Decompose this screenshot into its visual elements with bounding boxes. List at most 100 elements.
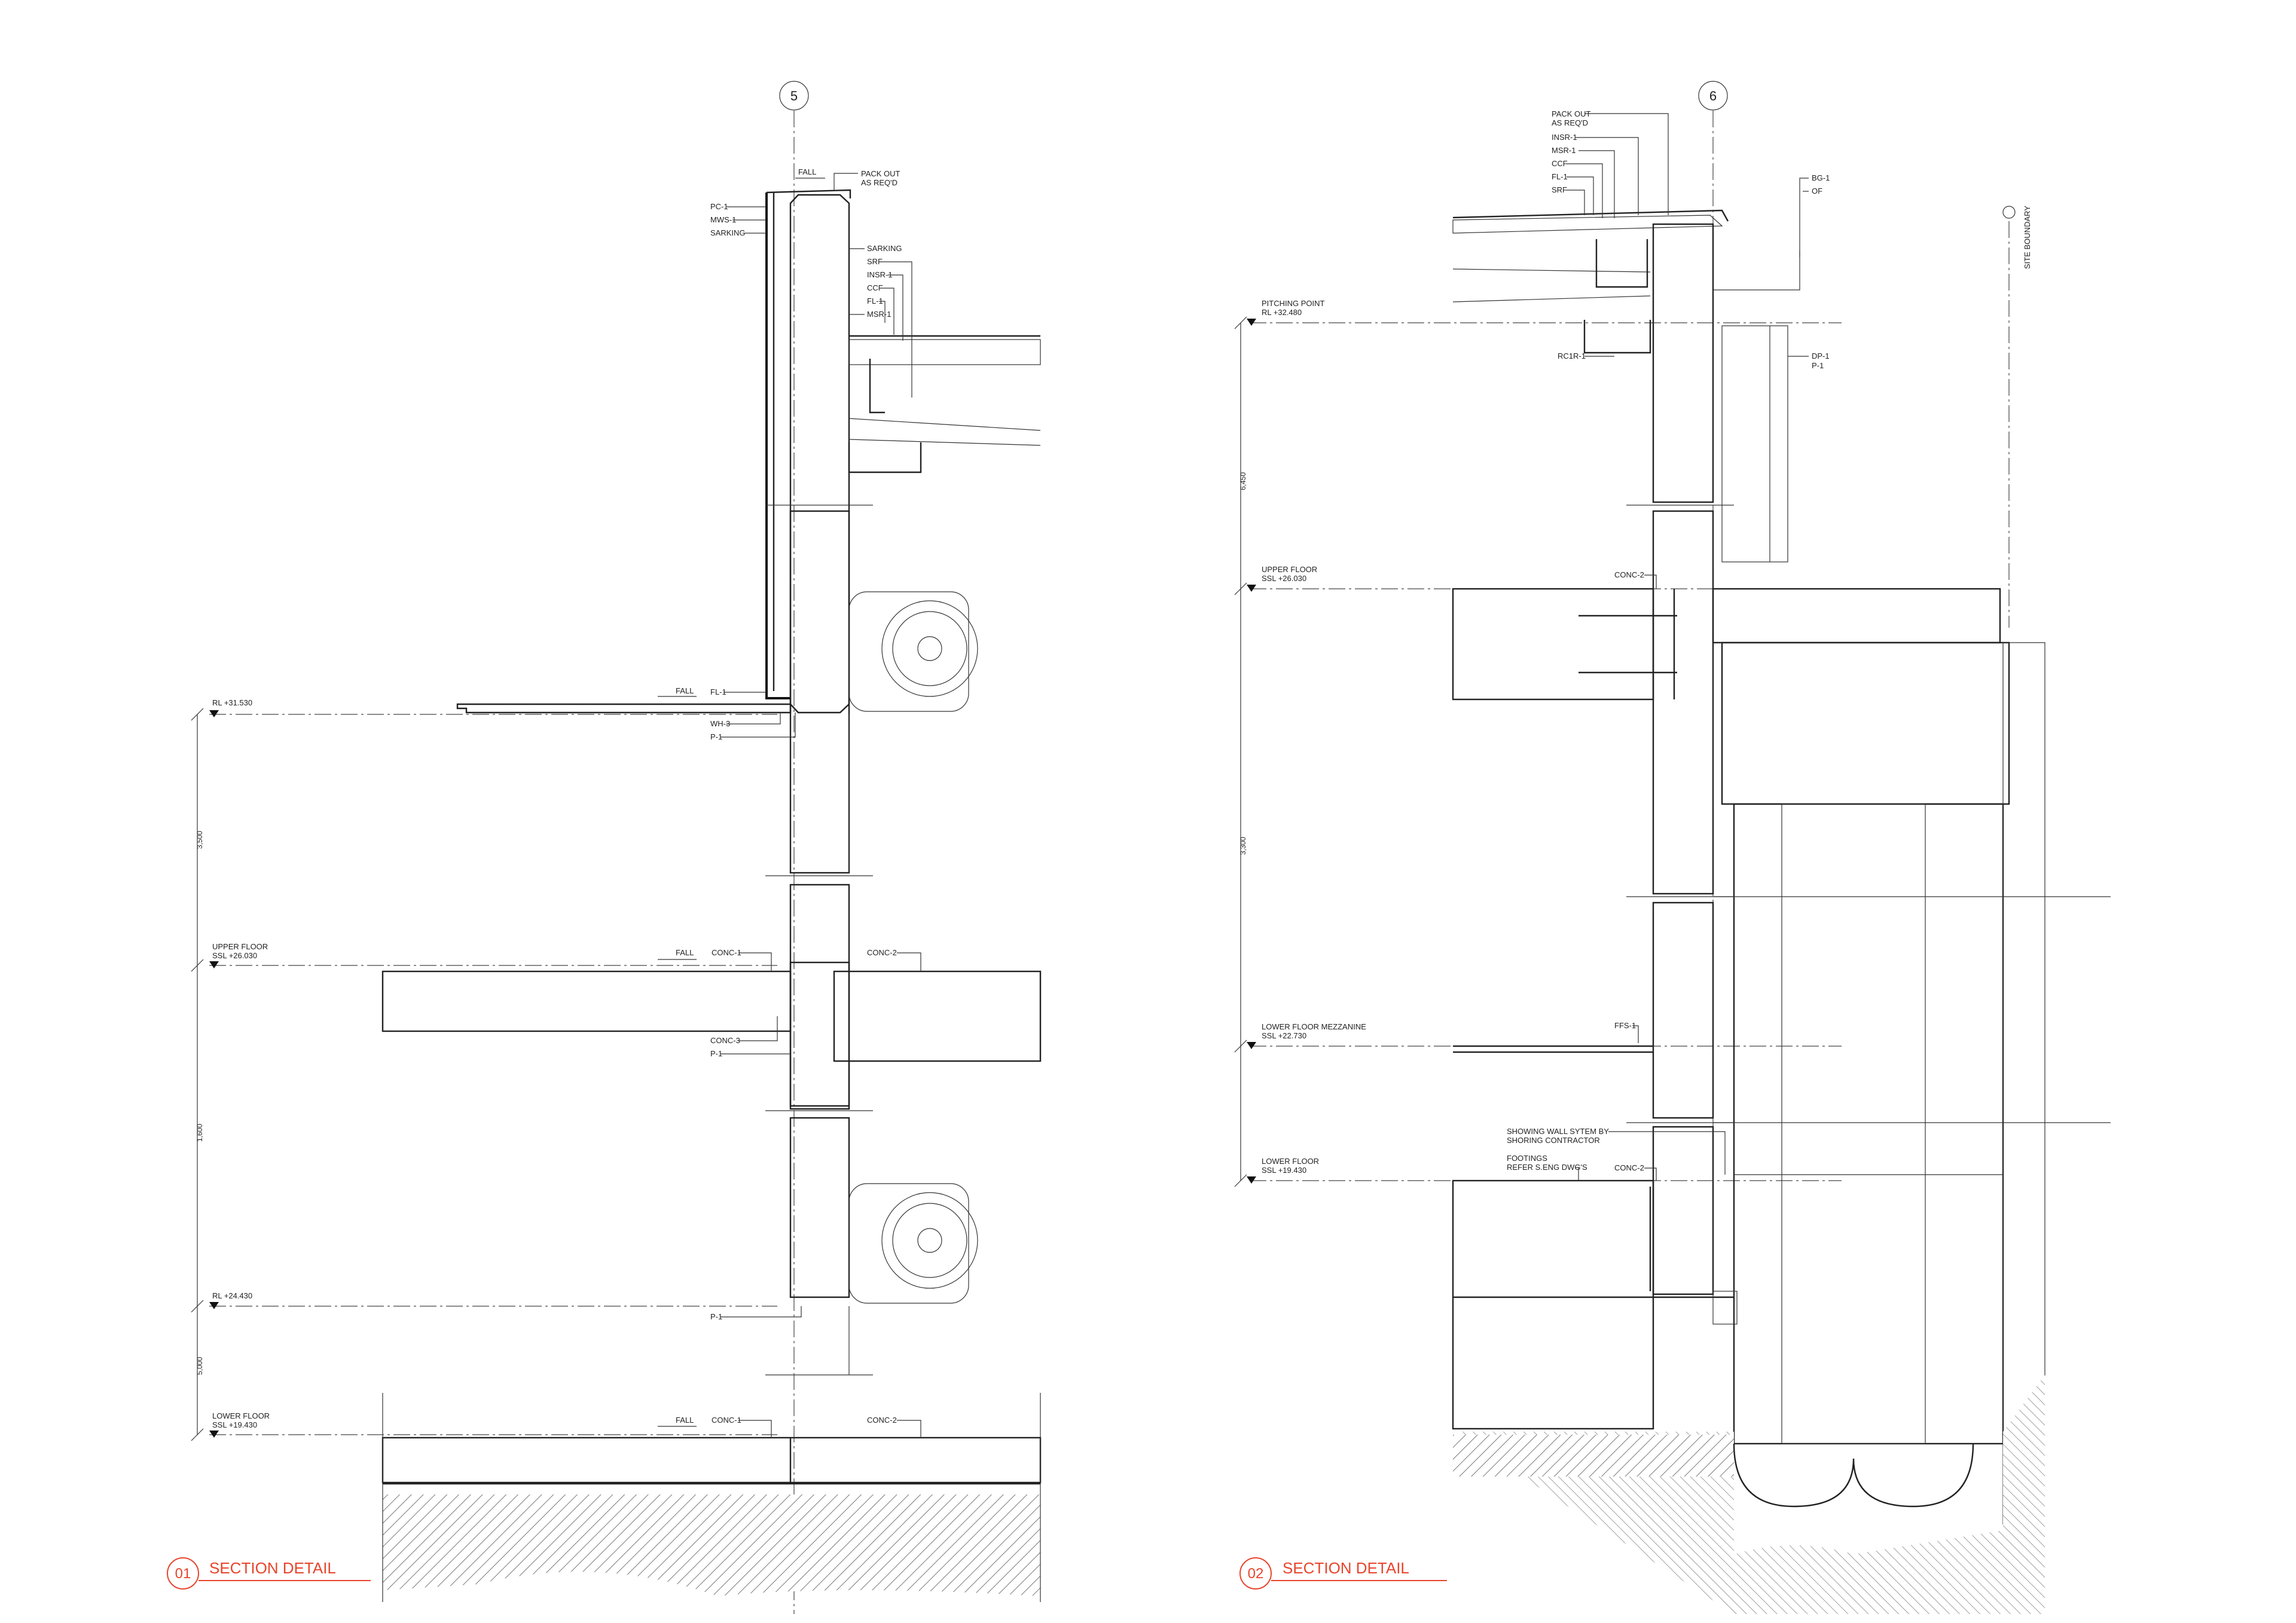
upper-slab-02 — [1452, 588, 1654, 701]
tag-fall-parapet: FALL — [798, 167, 816, 176]
roller-door-coil-lower — [881, 1192, 978, 1289]
level-lower-floor-ssl-02: SSL +19.430 — [1262, 1166, 1306, 1175]
downpipe-02 — [1721, 325, 1788, 563]
tag-msr1: MSR-1 — [867, 310, 891, 319]
shoring-pile-core — [1781, 803, 1926, 1444]
tag-bg1: BG-1 — [1812, 173, 1830, 182]
tag-insr1-02: INSR-1 — [1552, 133, 1577, 142]
roller-door-housing-upper — [848, 591, 969, 712]
dim-3500: 3,500 — [196, 831, 204, 849]
detail-02-title-bubble — [1239, 1557, 1272, 1590]
roof-gutter-box — [848, 442, 922, 473]
lower-slab-02 — [1452, 1179, 1654, 1430]
level-lower-mezz-ssl: SSL +22.730 — [1262, 1031, 1306, 1040]
level-lower-floor-name: LOWER FLOOR — [212, 1411, 270, 1420]
tag-fall-upper: FALL — [676, 948, 694, 957]
capping-beam-02 — [1721, 641, 2010, 805]
cladding-panel — [765, 192, 790, 699]
pile-footing — [1733, 1443, 1974, 1508]
tag-shoring-2: SHORING CONTRACTOR — [1507, 1136, 1600, 1145]
dim-6450: 6,450 — [1239, 472, 1247, 490]
detail-02-section: 6 SITE BOUNDARY PITCHING POINT RL +32.48… — [1234, 81, 2111, 1614]
detail-02-title: SECTION DETAIL — [1283, 1559, 1409, 1577]
tag-ffs1: FFS-1 — [1614, 1021, 1636, 1030]
ground-hatch-02 — [1453, 1375, 2045, 1614]
level-lower-floor-name-02: LOWER FLOOR — [1262, 1157, 1319, 1166]
grid-label-5: 5 — [790, 88, 798, 103]
dim-1600: 1,600 — [196, 1124, 204, 1142]
tag-fall-balcony: FALL — [676, 686, 694, 695]
grid-label-6: 6 — [1709, 88, 1717, 103]
drainage-pipe — [1712, 1291, 1738, 1325]
level-upper-floor-ssl: SSL +26.030 — [212, 951, 257, 960]
tag-pack-out-1: PACK OUT — [861, 169, 900, 178]
tag-footings-2: REFER S.ENG DWG'S — [1507, 1163, 1587, 1172]
detail-02-number: 02 — [1248, 1566, 1264, 1582]
level-marker-rl-mid — [209, 1302, 219, 1309]
tag-conc2-upper-02: CONC-2 — [1614, 570, 1644, 579]
tag-rc1r1: RC1R-1 — [1558, 352, 1586, 360]
tag-pack-out-2: AS REQ'D — [861, 178, 897, 187]
tag-of: OF — [1812, 187, 1822, 195]
tag-p1-02: P-1 — [1812, 361, 1824, 370]
tag-ccf: CCF — [867, 283, 883, 292]
ground-hatch-01 — [383, 1494, 1040, 1596]
tag-conc2-lower: CONC-2 — [867, 1416, 897, 1425]
roof-insulation — [848, 339, 1041, 365]
wall-segment-a — [789, 510, 850, 874]
level-lower-mezz-name: LOWER FLOOR MEZZANINE — [1262, 1022, 1366, 1031]
tag-pc1: PC-1 — [710, 202, 728, 211]
wall-upper-02 — [1652, 223, 1714, 503]
detail-01-title: SECTION DETAIL — [209, 1559, 336, 1577]
tag-ccf-02: CCF — [1552, 159, 1568, 168]
dim-5000: 5,000 — [196, 1357, 204, 1375]
balcony-edge — [456, 703, 792, 714]
wall-segment-b — [789, 884, 850, 1107]
upper-floor-slab-right — [833, 970, 1042, 1062]
wall-lower-02 — [1652, 901, 1714, 1119]
roller-door-coil-upper — [881, 600, 978, 697]
level-marker-lower — [209, 1431, 219, 1438]
tag-pack-out-1-02: PACK OUT — [1552, 109, 1591, 118]
tag-sarking-left: SARKING — [710, 228, 746, 237]
level-upper-floor-name: UPPER FLOOR — [212, 942, 268, 951]
tag-conc3: CONC-3 — [710, 1036, 740, 1045]
tag-insr1: INSR-1 — [867, 270, 893, 279]
level-marker-upper — [209, 961, 219, 968]
level-rl-mid: RL +24.430 — [212, 1291, 252, 1300]
level-upper-floor-name-02: UPPER FLOOR — [1262, 565, 1317, 574]
wall-base-02 — [1652, 1126, 1714, 1295]
tag-srf-02: SRF — [1552, 185, 1567, 194]
tag-conc2-lower-02: CONC-2 — [1614, 1163, 1644, 1172]
grid-bubble-6 — [1698, 81, 1728, 111]
detail-01-tags: FALL PACK OUT AS REQ'D PC-1 MWS-1 SARKIN… — [658, 167, 921, 1438]
grid-bubble-5 — [779, 81, 809, 111]
wall-segment-c — [789, 1117, 850, 1298]
level-pitching-point-name: PITCHING POINT — [1262, 299, 1325, 308]
detail-02-tags: PACK OUT AS REQ'D INSR-1 MSR-1 CCF FL-1 … — [1507, 109, 1830, 1181]
parapet-wall-upper — [789, 194, 850, 714]
level-lower-floor-ssl: SSL +19.430 — [212, 1420, 257, 1429]
site-boundary-label: SITE BOUNDARY — [2023, 206, 2032, 269]
roof-insulation-02 — [1452, 215, 1723, 234]
site-boundary-marker — [2002, 206, 2016, 219]
tag-fl1-02: FL-1 — [1552, 172, 1568, 181]
lower-floor-slab — [381, 1436, 1042, 1484]
upper-floor-column — [789, 961, 850, 1110]
tag-fl1-balcony: FL-1 — [710, 687, 726, 696]
roof-beam-02 — [1583, 320, 1651, 354]
level-upper-floor-ssl-02: SSL +26.030 — [1262, 574, 1306, 583]
tag-conc1-lower: CONC-1 — [712, 1416, 741, 1425]
tag-sarking-right: SARKING — [867, 244, 902, 253]
roller-door-housing-lower — [848, 1183, 969, 1304]
level-marker-rl-top — [209, 710, 219, 717]
tag-mws1: MWS-1 — [710, 215, 736, 224]
tag-fl1-roof: FL-1 — [867, 297, 883, 305]
tag-dp1: DP-1 — [1812, 352, 1830, 360]
tag-p1-balcony: P-1 — [710, 732, 722, 741]
tag-footings-1: FOOTINGS — [1507, 1154, 1547, 1163]
tag-msr1-02: MSR-1 — [1552, 146, 1576, 155]
tag-p1-mid: P-1 — [710, 1312, 722, 1321]
tag-shoring-1: SHOWING WALL SYTEM BY — [1507, 1127, 1609, 1136]
